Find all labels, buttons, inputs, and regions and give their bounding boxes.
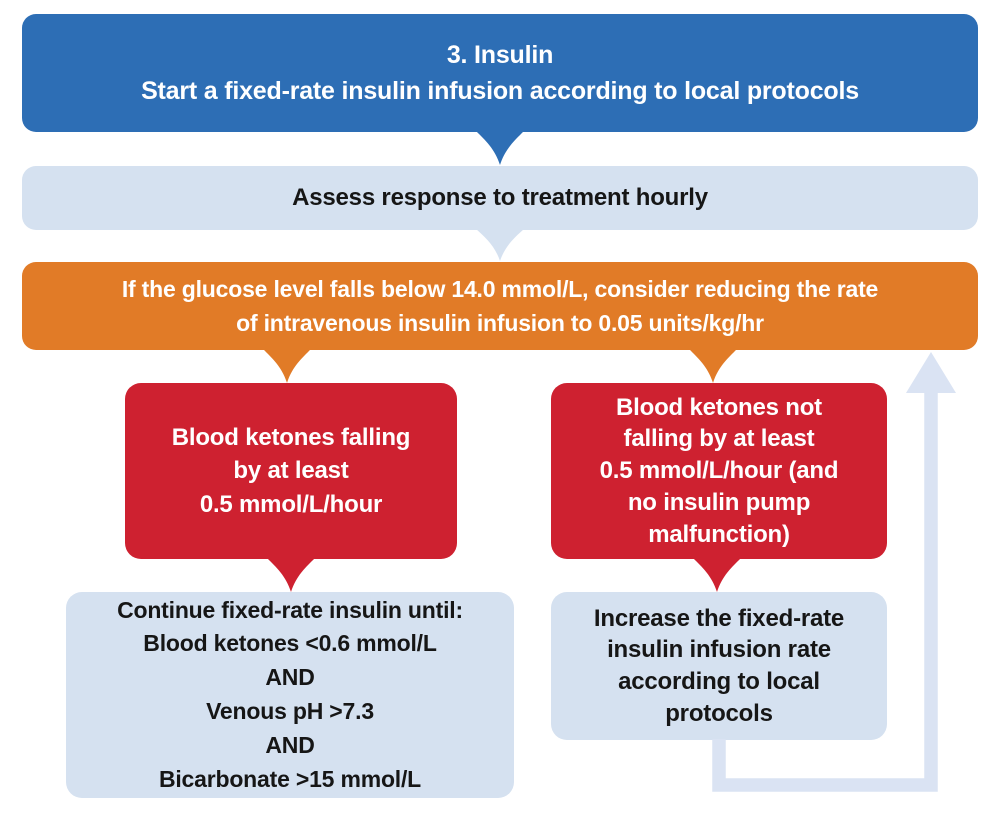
glucose-threshold-box: If the glucose level falls below 14.0 mm… <box>22 262 978 350</box>
ketones-falling-text: Blood ketones falling by at least 0.5 mm… <box>171 424 411 518</box>
glucose-threshold-text: If the glucose level falls below 14.0 mm… <box>121 275 879 337</box>
increase-insulin-text: Increase the fixed-rate insulin infusion… <box>593 604 845 727</box>
arrow-down-tail-icon <box>267 558 315 592</box>
increase-insulin-box: Increase the fixed-rate insulin infusion… <box>551 592 887 740</box>
assess-response-box: Assess response to treatment hourly <box>22 166 978 230</box>
arrow-down-tail-icon <box>263 349 311 383</box>
continue-insulin-text: Continue fixed-rate insulin until: Blood… <box>117 596 463 792</box>
arrow-down-tail-icon <box>476 131 524 165</box>
continue-insulin-box: Continue fixed-rate insulin until: Blood… <box>66 592 514 798</box>
insulin-title-text: 3. Insulin Start a fixed-rate insulin in… <box>141 40 859 105</box>
ketones-not-falling-text: Blood ketones not falling by at least 0.… <box>599 393 839 548</box>
insulin-title-box: 3. Insulin Start a fixed-rate insulin in… <box>22 14 978 132</box>
arrow-down-tail-icon <box>476 229 524 261</box>
ketones-not-falling-box: Blood ketones not falling by at least 0.… <box>551 383 887 559</box>
arrow-down-tail-icon <box>689 349 737 383</box>
ketones-falling-box: Blood ketones falling by at least 0.5 mm… <box>125 383 457 559</box>
arrow-down-tail-icon <box>693 558 741 592</box>
assess-response-text: Assess response to treatment hourly <box>292 184 708 211</box>
